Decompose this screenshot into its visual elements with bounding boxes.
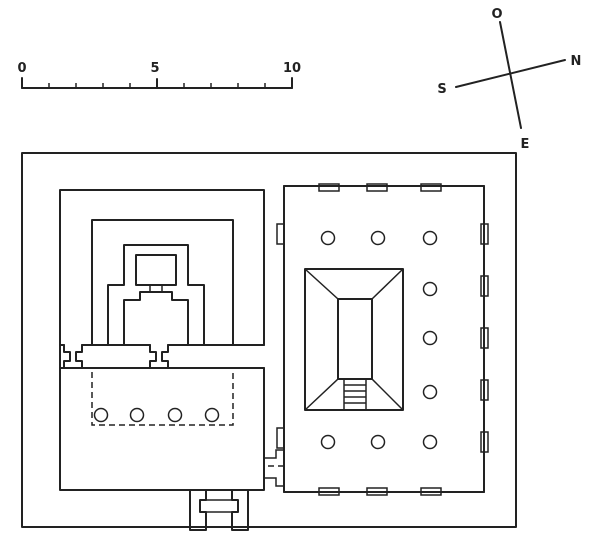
compass-label-s: S xyxy=(437,82,446,97)
column xyxy=(167,407,183,423)
window-slot xyxy=(366,183,388,192)
column xyxy=(422,434,438,450)
column xyxy=(204,407,220,423)
west-temple xyxy=(59,189,265,491)
column xyxy=(422,384,438,400)
east-temple xyxy=(276,183,489,496)
scale-bar: 0 5 10 xyxy=(17,61,301,89)
window-slot xyxy=(318,487,340,496)
central-altar-platform xyxy=(304,268,404,411)
scale-tick-10: 10 xyxy=(283,61,301,76)
window-slot xyxy=(480,327,489,349)
column xyxy=(320,230,336,246)
window-slot xyxy=(366,487,388,496)
window-slot xyxy=(276,223,285,245)
window-slot xyxy=(318,183,340,192)
scale-tick-0: 0 xyxy=(17,61,26,76)
window-slot xyxy=(420,183,442,192)
compass-label-o: O xyxy=(491,7,502,22)
column xyxy=(422,230,438,246)
column xyxy=(422,330,438,346)
window-slot xyxy=(480,275,489,297)
column xyxy=(129,407,145,423)
compass-rose: O N S E xyxy=(437,7,581,152)
window-slot xyxy=(480,223,489,245)
window-slot xyxy=(276,427,285,449)
compass-label-e: E xyxy=(521,137,530,152)
outer-enclosure-wall xyxy=(21,152,517,528)
window-slot xyxy=(480,379,489,401)
column xyxy=(370,230,386,246)
column xyxy=(320,434,336,450)
compass-label-n: N xyxy=(571,54,582,69)
column xyxy=(422,281,438,297)
altar-stairs xyxy=(343,379,367,410)
column xyxy=(370,434,386,450)
window-slot xyxy=(420,487,442,496)
entrance-gateway xyxy=(189,489,249,531)
window-slot xyxy=(480,431,489,453)
scale-tick-5: 5 xyxy=(150,61,159,76)
connecting-passage xyxy=(264,449,284,487)
column xyxy=(93,407,109,423)
